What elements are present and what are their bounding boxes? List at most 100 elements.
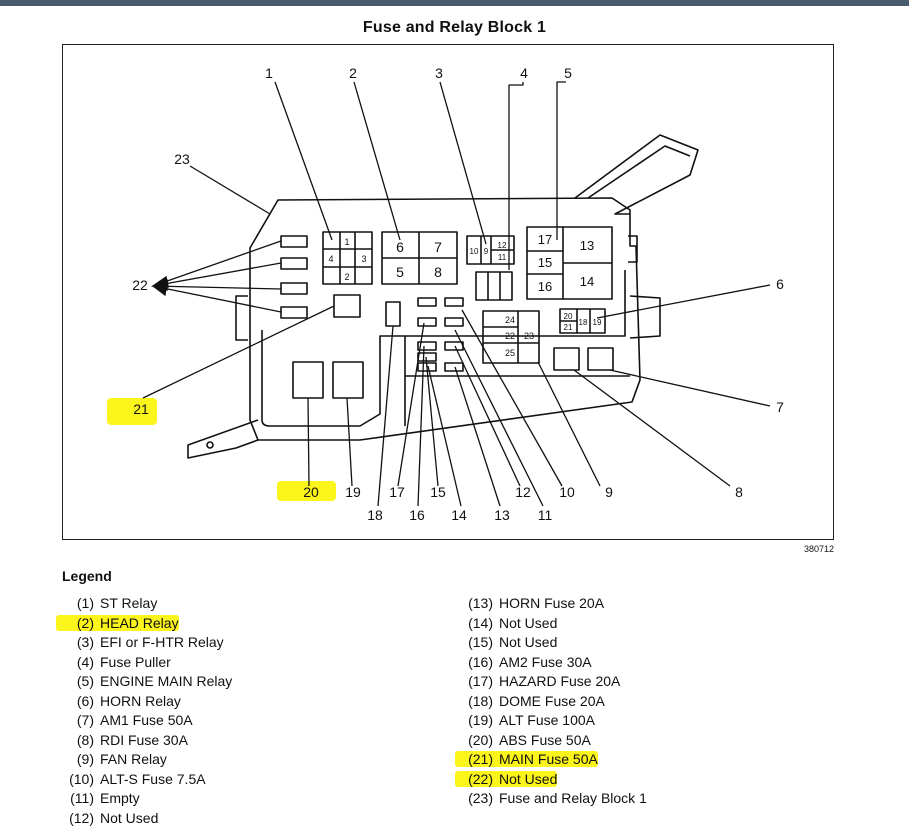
legend-entry: (4)Fuse Puller	[56, 654, 171, 670]
mounting-bracket-bottom	[188, 420, 258, 458]
legend-number: (16)	[455, 653, 493, 673]
callout-19: 19	[345, 484, 361, 500]
legend-entry: (8)RDI Fuse 30A	[56, 732, 188, 748]
legend-item: (2) HEAD Relay	[56, 614, 232, 634]
legend-number: (23)	[455, 789, 493, 809]
relay-1-label-d: 2	[344, 272, 349, 282]
callout-1: 1	[265, 65, 273, 81]
fuse-8	[554, 348, 579, 370]
fuse-21	[334, 295, 360, 317]
relay-6-label-c: 18	[579, 318, 588, 327]
legend-entry: (7) AM1 Fuse 50A	[56, 712, 193, 728]
legend-label: HAZARD Fuse 20A	[499, 673, 620, 689]
legend-item: (15)Not Used	[455, 633, 647, 653]
legend-label: FAN Relay	[100, 751, 167, 767]
legend-item: (7) AM1 Fuse 50A	[56, 711, 232, 731]
legend-label: AM2 Fuse 30A	[499, 654, 592, 670]
legend-label: AM1 Fuse 50A	[100, 712, 193, 728]
legend-entry: (20)ABS Fuse 50A	[455, 732, 591, 748]
relay-9-label-b: 22	[505, 331, 515, 341]
callout-15: 15	[430, 484, 446, 500]
legend-entry: (5) ENGINE MAIN Relay	[56, 673, 232, 689]
legend-label: HEAD Relay	[100, 615, 179, 631]
legend-label: DOME Fuse 20A	[499, 693, 605, 709]
legend-item: (14) Not Used	[455, 614, 647, 634]
relay-9-label-c: 23	[524, 331, 534, 341]
relay-3-label-c: 12	[498, 241, 507, 250]
callout-2: 2	[349, 65, 357, 81]
relay-6-label-d: 19	[593, 318, 602, 327]
legend-left-column: (1)ST Relay(2)HEAD Relay(3)EFI or F-HTR …	[56, 594, 232, 828]
legend-entry: (3)EFI or F-HTR Relay	[56, 634, 224, 650]
fuse-19	[333, 362, 363, 398]
callout-7: 7	[776, 399, 784, 415]
legend-item: (4)Fuse Puller	[56, 653, 232, 673]
legend-item: (17)HAZARD Fuse 20A	[455, 672, 647, 692]
legend-number: (11)	[56, 789, 94, 809]
legend-number: (22)	[455, 770, 493, 790]
legend-number: (14)	[455, 614, 493, 634]
fuse-puller-4	[476, 272, 512, 300]
legend-item: (16) AM2 Fuse 30A	[455, 653, 647, 673]
callout-23: 23	[174, 151, 190, 167]
relay-5-label-b: 13	[580, 238, 594, 253]
legend-entry: (14) Not Used	[455, 615, 557, 631]
callout-11: 11	[538, 507, 553, 523]
relay-5-label-a: 17	[538, 232, 552, 247]
figure-id: 380712	[804, 544, 834, 554]
legend-label: ABS Fuse 50A	[499, 732, 591, 748]
legend-number: (6)	[56, 692, 94, 712]
relay-1-label-b: 4	[328, 254, 333, 264]
legend-item: (11) Empty	[56, 789, 232, 809]
callout-16: 16	[409, 507, 425, 523]
legend-number: (15)	[455, 633, 493, 653]
callout-9: 9	[605, 484, 613, 500]
legend-item: (8)RDI Fuse 30A	[56, 731, 232, 751]
legend-label: Not Used	[499, 615, 557, 631]
relay-3-label-d: 11	[498, 253, 507, 262]
legend-number: (8)	[56, 731, 94, 751]
legend-entry: (6) HORN Relay	[56, 693, 181, 709]
legend-number: (2)	[56, 614, 94, 634]
relay-6-label-b: 21	[564, 323, 573, 332]
relay-2-label-a: 6	[396, 239, 404, 255]
legend-number: (10)	[56, 770, 94, 790]
legend-label: Empty	[100, 790, 140, 806]
relay-9-label-d: 25	[505, 348, 515, 358]
callout-8: 8	[735, 484, 743, 500]
legend-label: EFI or F-HTR Relay	[100, 634, 224, 650]
relay-2-label-d: 8	[434, 264, 442, 280]
legend-item: (22)Not Used	[455, 770, 647, 790]
legend-number: (12)	[56, 809, 94, 828]
legend-item: (6) HORN Relay	[56, 692, 232, 712]
legend-number: (5)	[56, 672, 94, 692]
relay-1-label-a: 1	[344, 237, 349, 247]
legend-entry: (22)Not Used	[455, 771, 557, 787]
legend-right-column: (13)HORN Fuse 20A(14) Not Used (15)Not Use…	[455, 594, 647, 809]
callout-13: 13	[494, 507, 510, 523]
legend-entry: (10)ALT-S Fuse 7.5A	[56, 771, 206, 787]
legend-label: MAIN Fuse 50A	[499, 751, 598, 767]
legend-label: ENGINE MAIN Relay	[100, 673, 232, 689]
legend-item: (19)ALT Fuse 100A	[455, 711, 647, 731]
legend-item: (13)HORN Fuse 20A	[455, 594, 647, 614]
legend-number: (18)	[455, 692, 493, 712]
legend-item: (3)EFI or F-HTR Relay	[56, 633, 232, 653]
legend-entry: (19)ALT Fuse 100A	[455, 712, 595, 728]
legend-item: (20)ABS Fuse 50A	[455, 731, 647, 751]
legend-number: (21)	[455, 750, 493, 770]
legend-label: Fuse and Relay Block 1	[499, 790, 647, 806]
relay-5-label-d: 14	[580, 274, 594, 289]
fuse-18	[386, 302, 400, 326]
legend-label: ALT Fuse 100A	[499, 712, 595, 728]
legend-number: (4)	[56, 653, 94, 673]
legend-number: (13)	[455, 594, 493, 614]
legend-item: (23) Fuse and Relay Block 1	[455, 789, 647, 809]
legend-number: (7)	[56, 711, 94, 731]
callout-5: 5	[564, 65, 572, 81]
legend-entry: (18) DOME Fuse 20A	[455, 693, 605, 709]
legend-label: HORN Relay	[100, 693, 181, 709]
relay-2-label-c: 5	[396, 264, 404, 280]
fuse-7	[588, 348, 613, 370]
legend-item: (10)ALT-S Fuse 7.5A	[56, 770, 232, 790]
